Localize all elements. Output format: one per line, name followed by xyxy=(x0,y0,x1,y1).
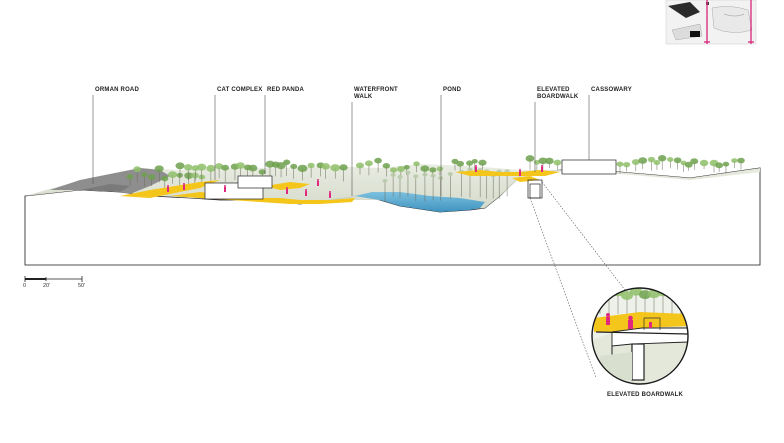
tree-icon xyxy=(297,164,308,181)
person-figure-icon xyxy=(224,185,226,192)
tree-icon xyxy=(673,157,682,170)
label-elevated-boardwalk-line1: ELEVATED xyxy=(537,87,570,93)
terrain-background xyxy=(25,164,760,212)
tree-icon xyxy=(390,173,396,197)
tree-icon xyxy=(657,155,667,171)
tree-icon xyxy=(478,159,487,171)
tree-icon xyxy=(175,162,185,179)
red-panda-building xyxy=(237,175,273,189)
label-red-panda: RED PANDA xyxy=(267,87,305,93)
tree-icon xyxy=(396,166,405,176)
tree-icon xyxy=(141,172,148,187)
tree-icon xyxy=(364,160,373,176)
tree-icon xyxy=(168,171,178,184)
person-figure-icon xyxy=(519,169,521,176)
tree-icon xyxy=(283,159,291,177)
person-figure-icon xyxy=(475,165,477,172)
tree-icon xyxy=(221,164,230,183)
tree-icon xyxy=(321,163,330,179)
tree-icon xyxy=(639,290,651,314)
tree-icon xyxy=(715,162,724,172)
tree-icon xyxy=(553,159,562,171)
tree-icon xyxy=(533,159,541,171)
tree-icon xyxy=(413,174,419,201)
tree-icon xyxy=(133,166,142,183)
tree-icon xyxy=(405,170,411,197)
tree-icon xyxy=(183,164,193,180)
buildings xyxy=(204,159,617,200)
tree-icon xyxy=(722,161,730,174)
person-figure-icon xyxy=(329,191,331,198)
tree-icon xyxy=(330,164,341,179)
person-figure-icon xyxy=(317,179,319,186)
tree-icon xyxy=(436,166,444,176)
scale-label-0: 0 xyxy=(23,283,27,289)
tree-icon xyxy=(276,162,286,178)
tree-icon xyxy=(653,160,661,171)
tree-icon xyxy=(422,172,428,202)
tree-icon xyxy=(161,175,169,188)
tree-icon xyxy=(616,161,624,174)
leader-lines xyxy=(92,95,590,196)
tree-icon xyxy=(667,157,674,169)
label-elevated-boardwalk-line2: BOARDWALK xyxy=(537,94,579,100)
tree-icon xyxy=(631,159,640,172)
boardwalk-detail-circle xyxy=(591,287,689,385)
scale-label-50: 50' xyxy=(78,283,86,289)
tree-icon xyxy=(184,172,194,185)
person-figure-icon xyxy=(305,189,307,196)
label-waterfront-walk-line2: WALK xyxy=(354,94,373,100)
tree-icon xyxy=(382,162,391,177)
tree-icon xyxy=(374,157,382,173)
tree-icon xyxy=(307,162,315,178)
tree-icon xyxy=(147,174,156,187)
tree-icon xyxy=(126,174,134,186)
tree-icon xyxy=(638,157,648,169)
tree-icon xyxy=(623,161,631,172)
person-figure-icon xyxy=(167,185,169,192)
label-cat-complex: CAT COMPLEX xyxy=(217,87,263,93)
tree-icon xyxy=(430,173,436,201)
detail-callout xyxy=(527,179,626,379)
tree-icon xyxy=(382,178,388,202)
tree-icon xyxy=(355,162,365,175)
tree-icon xyxy=(196,163,207,179)
label-cassowary: CASSOWARY xyxy=(591,87,632,93)
label-pond: POND xyxy=(443,87,462,93)
tree-icon xyxy=(447,172,453,199)
tree-icon xyxy=(690,158,699,170)
label-orman-road: ORMAN ROAD xyxy=(95,87,139,93)
person-figure-icon xyxy=(286,187,288,194)
scale-bar xyxy=(24,276,83,282)
tree-icon xyxy=(154,165,164,183)
cassowary-building xyxy=(561,159,617,175)
label-waterfront-walk-line1: WATERFRONT xyxy=(354,87,398,93)
tree-icon xyxy=(525,155,535,170)
tree-icon xyxy=(339,164,348,182)
tree-icon xyxy=(437,176,444,201)
tree-icon xyxy=(684,161,693,171)
tree-icon xyxy=(647,156,656,171)
tree-icon xyxy=(621,290,633,314)
tree-icon xyxy=(397,174,403,198)
key-map xyxy=(665,0,757,45)
tree-icon xyxy=(544,157,554,168)
visitor-figures xyxy=(167,165,543,198)
tree-line xyxy=(126,155,745,202)
person-figure-icon xyxy=(541,165,543,172)
tree-icon xyxy=(731,158,738,169)
tree-icon xyxy=(413,161,420,173)
tree-icon xyxy=(290,163,298,179)
pond xyxy=(355,192,485,212)
scale-label-20: 20' xyxy=(43,283,51,289)
detail-caption: ELEVATED BOARDWALK xyxy=(607,392,684,398)
boardwalk-support xyxy=(529,183,541,199)
tree-icon xyxy=(699,159,709,170)
tree-icon xyxy=(215,163,224,179)
tree-icon xyxy=(737,157,745,170)
person-figure-icon xyxy=(183,183,185,190)
